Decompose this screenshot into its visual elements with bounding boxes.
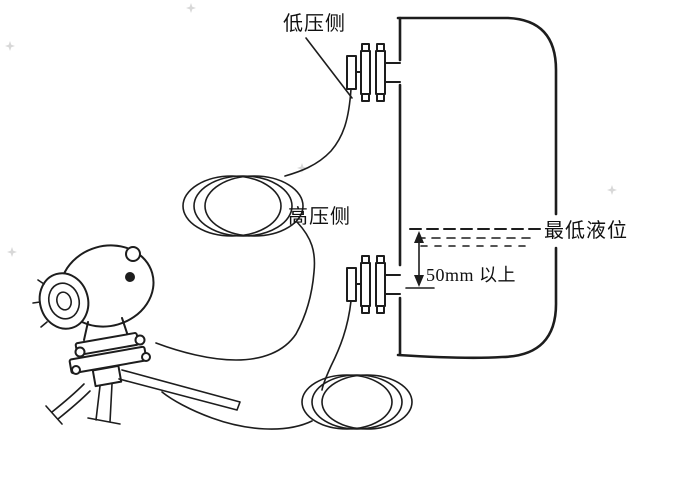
- lower-flange-bolt: [361, 305, 370, 314]
- lower-seal-fitting: [346, 267, 357, 302]
- tank-bottom-right-wall: [396, 246, 558, 360]
- flange-bolt: [74, 346, 86, 358]
- dimension-arrow: [405, 231, 435, 289]
- process-pipe: [118, 369, 241, 411]
- label-lowest-liquid-level: 最低液位: [544, 219, 628, 242]
- upper-flange-bolt: [361, 93, 370, 102]
- manifold-block: [91, 364, 123, 388]
- housing-end-cap: [38, 272, 90, 330]
- label-min-distance: 50mm 以上: [426, 265, 516, 285]
- lower-flange-bolt: [376, 305, 385, 314]
- arrowhead-up: [414, 231, 424, 243]
- upper-capillary-run-in: [284, 88, 352, 177]
- upper-flange-bolt: [376, 93, 385, 102]
- mounting-bracket: [87, 383, 121, 425]
- upper-seal-fitting: [346, 55, 357, 90]
- upper-flange-bolt: [361, 43, 370, 52]
- label-high-pressure-side: 高压侧: [288, 205, 351, 228]
- lower-flange-bolt: [376, 255, 385, 264]
- lower-nozzle-flange: [346, 255, 401, 314]
- upper-nozzle-flange: [346, 43, 401, 102]
- lower-capillary-run-out: [161, 391, 313, 430]
- upper-capillary: [155, 88, 352, 361]
- upper-capillary-run-out: [155, 221, 316, 361]
- arrowhead-down: [414, 275, 424, 287]
- upper-flange-plate-right: [375, 50, 386, 95]
- tank: [396, 16, 558, 360]
- scan-artifacts: [5, 3, 617, 257]
- lower-flange-plate-left: [360, 262, 371, 307]
- lower-capillary-coil: [301, 374, 413, 430]
- end-cap-nameplate: [56, 291, 72, 311]
- upper-nozzle-pipe: [385, 62, 401, 83]
- dp-transmitter: [32, 244, 241, 425]
- lower-capillary-run-in: [321, 300, 352, 391]
- lower-flange-bolt: [361, 255, 370, 264]
- conduit-port: [125, 246, 141, 262]
- end-cap-ring: [47, 282, 81, 320]
- upper-flange-plate-left: [360, 50, 371, 95]
- min-liquid-level-line: [409, 228, 541, 247]
- flange-bolt: [134, 334, 146, 346]
- housing-neck: [83, 317, 129, 341]
- flange-bolt: [141, 352, 151, 362]
- vent-stub-pipe: [45, 383, 91, 425]
- label-low-pressure-side: 低压侧: [283, 12, 346, 35]
- housing-terminal-dot: [125, 272, 135, 282]
- upper-flange-bolt: [376, 43, 385, 52]
- tank-top-right-wall: [396, 16, 558, 216]
- lower-flange-plate-right: [375, 262, 386, 307]
- end-cap-knurling: [32, 279, 48, 328]
- lower-nozzle-pipe: [385, 274, 401, 295]
- lower-capillary: [161, 300, 413, 430]
- flange-bolt: [71, 365, 81, 375]
- low-pressure-leader-line: [305, 37, 353, 99]
- upper-capillary-coil: [182, 175, 304, 237]
